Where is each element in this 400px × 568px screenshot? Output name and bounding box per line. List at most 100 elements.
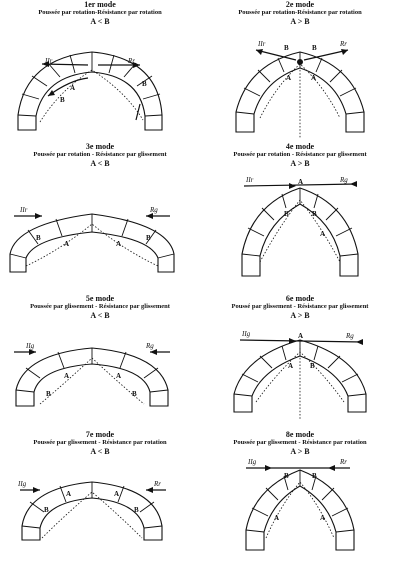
pointed-arch — [233, 339, 367, 420]
force-right-label: Rr — [153, 480, 161, 488]
thrust-arrows — [20, 487, 166, 493]
round-arch — [15, 347, 169, 407]
force-right-label: Rg — [339, 176, 348, 184]
mode-subtitle: Poussé par glissement - Résistance par g… — [231, 303, 369, 310]
label-b-right: B — [132, 390, 137, 398]
label-a-right: A — [114, 490, 119, 498]
force-left-label: IIg — [247, 458, 257, 466]
label-a-right: A — [116, 372, 121, 380]
label-b: B — [36, 234, 41, 242]
label-a: A — [320, 230, 325, 238]
label-a: A — [70, 84, 75, 92]
thrust-arrows — [255, 49, 349, 65]
mode-relation: A < B — [90, 311, 110, 320]
force-left-label: IIr — [257, 40, 266, 48]
mode-2-panel: 2e mode Poussée par rotation-Résistance … — [200, 0, 400, 138]
pointed-arch — [241, 187, 359, 277]
mode-title: 5e mode — [85, 294, 115, 303]
mode-subtitle: Poussée par rotation - Résistance par gl… — [33, 151, 167, 158]
label-b: B — [284, 44, 289, 52]
mode-3-diagram: IIr Rg A A B B — [9, 206, 175, 273]
label-b-right: B — [146, 234, 151, 242]
mode-relation: A > B — [290, 159, 310, 168]
force-right-label: Rr — [339, 40, 347, 48]
label-a: A — [288, 362, 293, 370]
mode-relation: A < B — [90, 447, 110, 456]
force-right-label: Rr — [339, 458, 347, 466]
mode-title: 4e mode — [285, 142, 315, 151]
mode-1-diagram: IIr Rr A B B — [17, 51, 163, 131]
thrust-arrows — [246, 465, 350, 471]
label-b: B — [60, 96, 65, 104]
label-a: A — [64, 372, 69, 380]
label-b-right: B — [312, 472, 317, 480]
mode-subtitle: Poussée par glissement - Résistance par … — [30, 303, 170, 310]
thrust-arrows — [14, 213, 170, 219]
force-right-label: Rg — [145, 342, 154, 350]
label-a-right: A — [311, 74, 316, 82]
round-arch — [17, 51, 163, 131]
mode-5-panel: 5e mode Poussée par glissement - Résista… — [0, 294, 200, 432]
thrust-arrows — [239, 338, 363, 345]
label-a: A — [286, 74, 291, 82]
mode-subtitle: Poussée par rotation-Résistance par rota… — [38, 9, 162, 16]
mode-7-panel: 7e mode Poussée par glissement - Résista… — [0, 430, 200, 568]
thrust-arrows — [41, 61, 141, 121]
mode-4-diagram: IIr Rg A B B A — [241, 176, 359, 277]
mode-relation: A > B — [290, 311, 310, 320]
thrust-arrows — [14, 349, 170, 355]
force-right-label: Rr — [127, 57, 135, 65]
force-right-label: Rg — [149, 206, 158, 214]
mode-2-diagram: IIr Rr B B A A — [235, 40, 365, 138]
label-b-right: B — [312, 44, 317, 52]
label-a-right: A — [116, 240, 121, 248]
mode-7-diagram: IIg Rr A A B B — [17, 480, 166, 541]
force-left-label: IIr — [245, 176, 254, 184]
force-left-label: IIg — [25, 342, 35, 350]
mode-3-panel: 3e mode Poussée par rotation - Résistanc… — [0, 142, 200, 280]
label-b-right: B — [142, 80, 147, 88]
mode-relation: A > B — [290, 447, 310, 456]
force-left-label: IIr — [44, 57, 53, 65]
label-b-right: B — [312, 210, 317, 218]
mode-5-diagram: IIg Rg A A B B — [14, 342, 170, 407]
mode-title: 3e mode — [85, 142, 115, 151]
force-left-label: IIg — [241, 330, 251, 338]
label-a-top: A — [298, 178, 303, 186]
mode-relation: A < B — [90, 159, 110, 168]
label-b: B — [284, 472, 289, 480]
mode-8-diagram: IIg Rr B B A A — [245, 458, 355, 551]
mode-title: 1er mode — [84, 0, 116, 9]
label-a-right: A — [320, 514, 325, 522]
pointed-arch — [245, 469, 355, 551]
force-left-label: IIr — [19, 206, 28, 214]
mode-4-panel: 4e mode Poussée par rotation - Résistanc… — [200, 142, 400, 280]
mode-subtitle: Poussée par glissement - Résistance par … — [33, 439, 167, 446]
mode-relation: A > B — [290, 17, 310, 26]
mode-6-panel: 6e mode Poussé par glissement - Résistan… — [200, 294, 400, 432]
label-a: A — [64, 240, 69, 248]
mode-title: 7e mode — [85, 430, 115, 439]
mode-title: 8e mode — [285, 430, 315, 439]
label-b: B — [44, 506, 49, 514]
mode-subtitle: Poussée par rotation-Résistance par rota… — [238, 9, 362, 16]
force-right-label: Rg — [345, 332, 354, 340]
label-b: B — [310, 362, 315, 370]
mode-8-panel: 8e mode Poussée par glissement - Résista… — [200, 430, 400, 568]
label-b: B — [284, 210, 289, 218]
mode-subtitle: Poussée par glissement - Résistance par … — [233, 439, 367, 446]
label-a: A — [274, 514, 279, 522]
round-arch — [21, 481, 163, 541]
force-left-label: IIg — [17, 480, 27, 488]
label-a: A — [66, 490, 71, 498]
label-b-right: B — [134, 506, 139, 514]
mode-1-panel: 1er mode Poussée par rotation-Résistance… — [0, 0, 200, 138]
label-a-top: A — [298, 332, 303, 340]
mode-title: 6e mode — [285, 294, 315, 303]
mode-subtitle: Poussée par rotation - Résistance par gl… — [233, 151, 367, 158]
thrust-arrows — [243, 181, 357, 189]
mode-relation: A < B — [90, 17, 110, 26]
segmental-arch — [9, 213, 175, 273]
mode-title: 2e mode — [285, 0, 315, 9]
mode-6-diagram: IIg Rg A A B — [233, 330, 367, 420]
